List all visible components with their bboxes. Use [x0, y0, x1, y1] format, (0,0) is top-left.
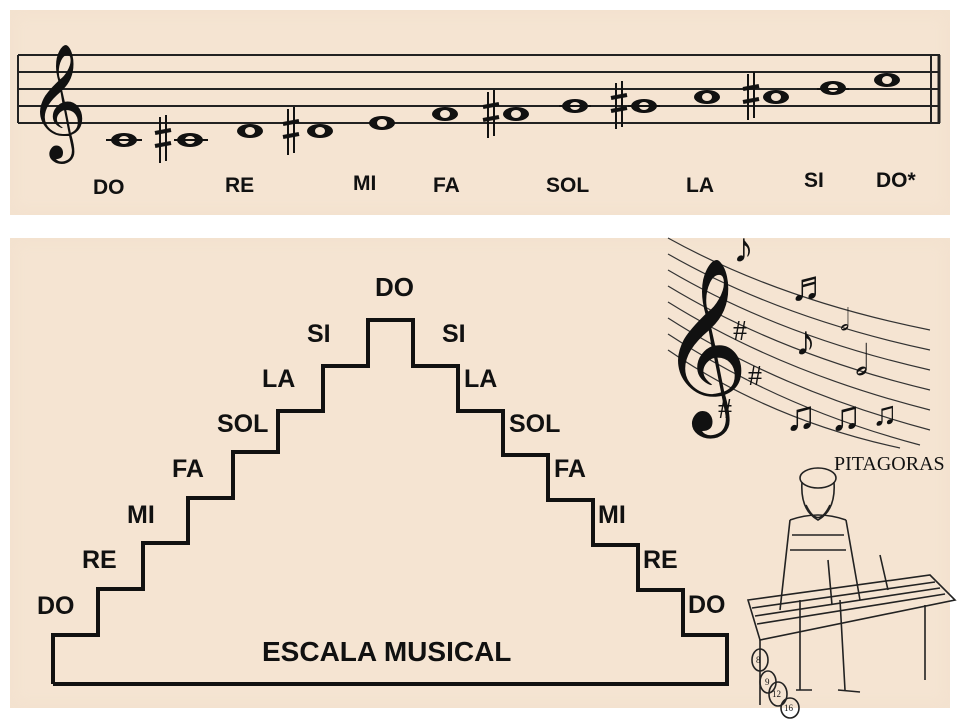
top-step-label: DO [375, 272, 414, 302]
descending-label: MI [598, 501, 626, 529]
note-label: RE [225, 174, 254, 197]
whole-note-icon [237, 124, 263, 138]
whole-note-icon [369, 116, 395, 130]
whole-note-icon [628, 99, 660, 113]
music-staff [17, 54, 941, 124]
weight-label: 9 [765, 677, 770, 687]
ascending-label: DO [37, 592, 75, 620]
whole-note-icon [817, 81, 849, 95]
whole-note-icon [559, 99, 591, 113]
weight-label: 16 [784, 703, 794, 713]
ascending-label: LA [262, 365, 295, 393]
staff-panel [10, 10, 950, 215]
descending-label: FA [554, 455, 586, 483]
whole-note-icon [174, 133, 208, 147]
sharp-icon: # [748, 361, 762, 392]
sharp-icon [482, 90, 500, 138]
note-label: DO* [876, 169, 917, 192]
staff-notes [106, 72, 900, 163]
eighth-note-icon: ♪ [733, 226, 754, 272]
eighth-note-icon: ♪ [795, 319, 816, 365]
weight-label: 8 [756, 655, 761, 665]
descending-label: DO [688, 591, 726, 619]
descending-label: RE [643, 546, 678, 574]
ascending-label: RE [82, 546, 117, 574]
whole-note-icon [106, 133, 142, 147]
sharp-icon: # [733, 316, 747, 347]
ascending-label: FA [172, 455, 204, 483]
treble-clef-icon: 𝄞 [28, 45, 87, 164]
descending-label: SOL [509, 410, 560, 438]
note-label: MI [353, 172, 376, 195]
sharp-icon: # [718, 394, 732, 425]
sharp-icons: # # # [718, 316, 762, 425]
note-label: LA [686, 174, 714, 197]
staircase-outline [51, 318, 729, 686]
illustration-caption: PITAGORAS [834, 453, 945, 475]
whole-note-icon [503, 107, 529, 121]
sharp-icon [282, 107, 300, 155]
whole-note-icon [763, 90, 789, 104]
treble-clef-icon: 𝄞 [660, 260, 749, 439]
diagram-title: ESCALA MUSICAL [262, 636, 511, 667]
beamed-notes-icon: ♫ [830, 394, 862, 440]
note-label: SOL [546, 174, 589, 197]
weight-label: 12 [772, 689, 781, 699]
ascending-label: SOL [217, 410, 268, 438]
sharp-icon [742, 72, 760, 120]
pythagoras-woodcut [746, 467, 957, 719]
half-note-icon: 𝅗𝅥 [855, 339, 868, 385]
whole-note-icon [874, 73, 900, 87]
note-label: DO [93, 176, 125, 199]
sharp-icon [154, 115, 172, 163]
note-label: FA [433, 174, 460, 197]
beamed-notes-icon: ♫ [785, 394, 817, 440]
staircase-labels: DO DO RE MI FA SOL LA SI SI LA SOL FA MI… [37, 272, 726, 620]
note-label: SI [804, 169, 824, 192]
ascending-label: MI [127, 501, 155, 529]
half-note-icon: 𝅗𝅥 [840, 304, 850, 337]
whole-note-icon [307, 124, 333, 138]
ascending-label: SI [307, 320, 331, 348]
staff-labels: DO RE MI FA SOL LA SI DO* [93, 169, 917, 199]
staircase-panel [10, 238, 950, 708]
music-notes-illustration [667, 237, 931, 449]
weight-labels: 8 9 12 16 [756, 655, 794, 713]
floating-notes: ♪ ♬ ♪ 𝅗𝅥 𝅗𝅥 ♫ ♫ ♫ [733, 226, 898, 440]
descending-label: SI [442, 320, 466, 348]
sharp-icon [610, 81, 628, 129]
descending-label: LA [464, 365, 497, 393]
beamed-notes-icon: ♫ [872, 396, 898, 433]
sixteenth-note-icon: ♬ [790, 264, 832, 310]
whole-note-icon [694, 90, 720, 104]
whole-note-icon [432, 107, 458, 121]
